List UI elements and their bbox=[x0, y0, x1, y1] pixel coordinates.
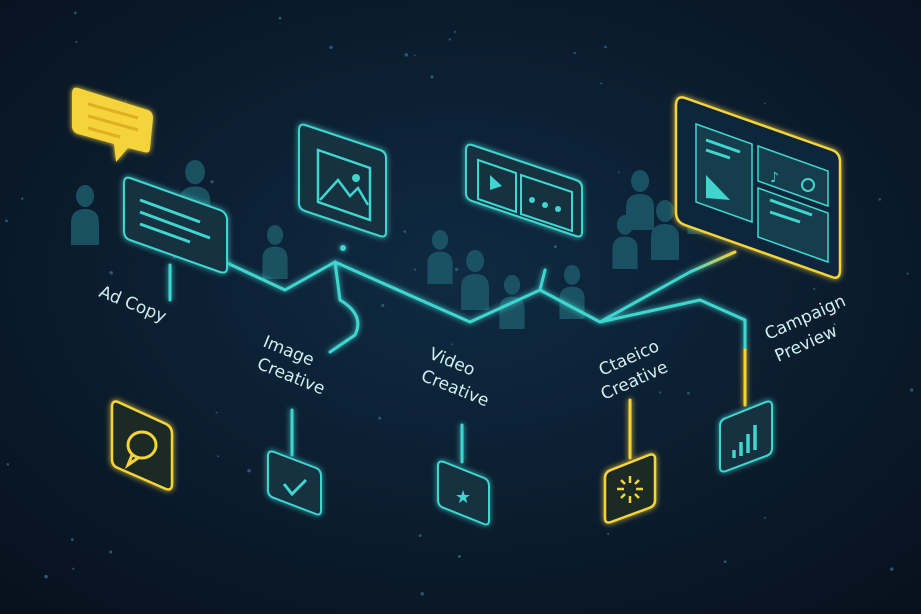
dot bbox=[573, 51, 576, 55]
dot bbox=[604, 45, 607, 49]
dot bbox=[457, 555, 461, 559]
dot bbox=[99, 292, 102, 295]
dot bbox=[247, 469, 251, 473]
dot bbox=[109, 270, 113, 275]
dot bbox=[448, 38, 451, 41]
video-creative-panel bbox=[465, 143, 583, 238]
dot bbox=[450, 343, 453, 346]
person-silhouette bbox=[626, 170, 654, 230]
dot bbox=[607, 532, 610, 535]
star-icon: ★ bbox=[455, 487, 471, 508]
dot bbox=[44, 574, 48, 579]
dot bbox=[109, 550, 113, 554]
dot bbox=[878, 198, 881, 201]
bar-chart-icon bbox=[732, 425, 757, 458]
svg-text:♪: ♪ bbox=[770, 170, 779, 186]
person-silhouette bbox=[71, 185, 99, 245]
branch-path bbox=[328, 260, 360, 354]
checkmark-icon bbox=[282, 478, 308, 497]
dot bbox=[813, 287, 816, 291]
ad-copy-tile[interactable] bbox=[110, 400, 174, 491]
dot bbox=[378, 416, 382, 420]
ctaeico-creative-tile[interactable] bbox=[603, 453, 657, 524]
dot bbox=[278, 16, 282, 20]
image-creative-tile[interactable] bbox=[267, 450, 322, 516]
dot bbox=[21, 197, 24, 200]
dot bbox=[430, 75, 434, 79]
dot bbox=[659, 391, 662, 394]
dot bbox=[75, 40, 78, 43]
dot bbox=[764, 516, 767, 519]
person-silhouette bbox=[559, 265, 585, 319]
dot bbox=[404, 53, 409, 57]
chat-bubble-icon bbox=[124, 430, 158, 470]
video-creative-tile[interactable]: ★ bbox=[437, 460, 490, 526]
dot bbox=[217, 455, 219, 458]
dot bbox=[73, 11, 77, 15]
sparkle-burst-icon bbox=[617, 476, 643, 503]
dot bbox=[5, 219, 8, 223]
dot bbox=[764, 102, 766, 105]
dot bbox=[215, 411, 218, 414]
campaign-preview-tile[interactable] bbox=[719, 400, 773, 473]
chat-bubble-icon bbox=[72, 87, 153, 162]
dot bbox=[553, 245, 557, 249]
dot bbox=[381, 304, 385, 308]
dot bbox=[72, 567, 75, 570]
person-silhouette bbox=[427, 230, 453, 284]
dot bbox=[403, 230, 407, 233]
dot bbox=[453, 30, 457, 34]
person-silhouette bbox=[461, 250, 489, 310]
pipeline-path-end bbox=[688, 250, 737, 274]
branch-path-video bbox=[538, 268, 547, 292]
dot bbox=[6, 463, 10, 466]
person-silhouette bbox=[262, 225, 288, 279]
dot bbox=[125, 100, 127, 102]
dot bbox=[600, 82, 603, 85]
dot bbox=[454, 267, 459, 272]
ad-copy-panel bbox=[123, 176, 228, 274]
campaign-preview-panel: ♪ bbox=[674, 96, 842, 279]
dot bbox=[906, 272, 909, 275]
dot bbox=[210, 180, 214, 184]
dot bbox=[617, 171, 620, 174]
dot bbox=[890, 567, 894, 571]
dot bbox=[70, 538, 74, 542]
dot bbox=[418, 534, 422, 537]
dot bbox=[413, 54, 416, 57]
dot bbox=[723, 560, 727, 564]
dot bbox=[910, 388, 914, 392]
person-silhouette bbox=[651, 200, 679, 260]
dot bbox=[686, 391, 690, 395]
image-creative-panel bbox=[298, 123, 387, 251]
dot bbox=[329, 45, 333, 50]
dot bbox=[420, 592, 424, 596]
dot bbox=[833, 323, 836, 326]
audience-silhouettes bbox=[71, 160, 713, 329]
dot bbox=[414, 268, 417, 271]
person-silhouette bbox=[612, 215, 638, 269]
